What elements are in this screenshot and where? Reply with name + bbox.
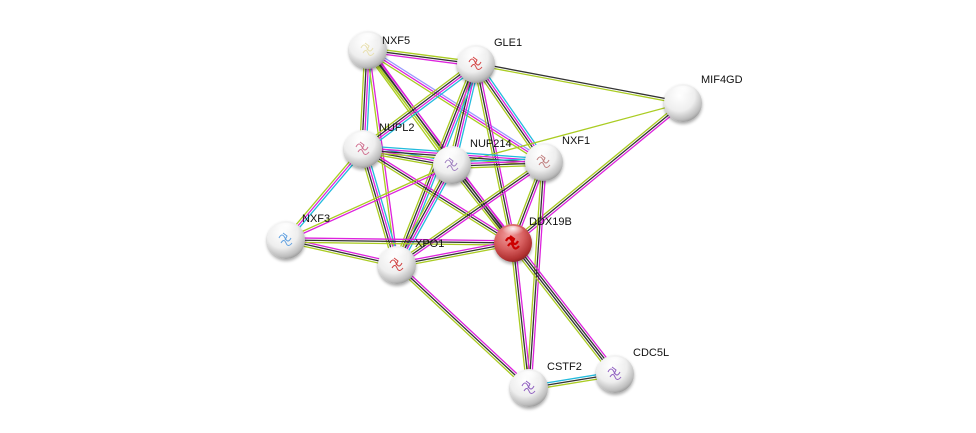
edge-line-database <box>399 166 456 267</box>
edge-line-coexpression <box>476 62 684 103</box>
edge-ddx19b-cdc5l[interactable] <box>509 240 619 377</box>
edge-line-textmining <box>472 65 542 165</box>
edge-line-coexpression <box>361 62 476 149</box>
edge-xpo1-ddx19b[interactable] <box>396 240 514 268</box>
edge-line-textmining <box>361 150 513 246</box>
node-mif4gd[interactable]: MIF4GD <box>664 74 743 122</box>
node-label: NUPL2 <box>379 122 414 134</box>
edge-line-experimental <box>396 240 513 264</box>
edge-line-textmining <box>395 266 528 391</box>
edge-gle1-nxf1[interactable] <box>472 61 548 165</box>
node-gloss <box>356 32 380 47</box>
edge-line-textmining <box>475 64 683 105</box>
node-gloss <box>501 225 525 240</box>
node-gloss <box>464 46 488 61</box>
node-nup214[interactable]: NUP214 <box>433 138 512 184</box>
edge-nxf1-xpo1[interactable] <box>395 159 546 268</box>
node-ddx19b[interactable]: DDX19B <box>494 216 572 262</box>
node-cstf2[interactable]: CSTF2 <box>510 361 582 407</box>
edge-line-experimental <box>286 165 453 242</box>
edge-line-textmining <box>393 163 450 264</box>
edge-line-coexpression <box>395 164 452 265</box>
edge-line-experimental <box>476 63 546 162</box>
edge-line-textmining <box>510 243 528 389</box>
edge-line-experimental <box>363 148 399 265</box>
edge-line-experimental <box>368 49 399 265</box>
edge-line-coexpression <box>512 102 684 244</box>
node-label: NUP214 <box>470 138 512 150</box>
edge-line-coexpression <box>474 64 544 163</box>
node-gloss <box>671 85 695 100</box>
node-gloss <box>351 131 375 146</box>
edge-gle1-mif4gd[interactable] <box>475 62 684 105</box>
edge-nupl2-nxf3[interactable] <box>283 147 366 242</box>
edge-nup214-xpo1[interactable] <box>393 163 456 267</box>
edge-line-experimental <box>285 148 364 241</box>
node-nupl2[interactable]: NUPL2 <box>344 122 414 168</box>
edge-line-experimental <box>363 64 478 151</box>
node-label: DDX19B <box>529 216 572 228</box>
node-label: GLE1 <box>494 37 522 49</box>
node-gloss <box>440 147 464 162</box>
node-nxf3[interactable]: NXF3 <box>267 213 330 259</box>
edge-line-database <box>287 150 366 242</box>
node-gloss <box>385 247 409 262</box>
node-label: NXF5 <box>382 35 410 47</box>
edge-layer <box>283 47 685 391</box>
edge-line-coexpression <box>511 243 615 376</box>
edge-line-textmining <box>397 244 514 268</box>
edge-line-coexpression <box>513 241 617 374</box>
edge-line-textmining <box>285 241 397 268</box>
edge-ddx19b-cstf2[interactable] <box>510 242 532 389</box>
node-gloss <box>274 222 298 237</box>
edge-nupl2-xpo1[interactable] <box>359 147 401 267</box>
edge-gle1-nupl2[interactable] <box>360 60 479 153</box>
node-label: NXF1 <box>562 135 590 147</box>
edge-line-textmining <box>509 244 613 377</box>
edge-line-textmining <box>395 159 544 264</box>
node-nxf5[interactable]: NXF5 <box>349 31 410 69</box>
edge-nxf3-ddx19b[interactable] <box>285 237 514 246</box>
node-cdc5l[interactable]: CDC5L <box>596 347 669 393</box>
edge-line-database <box>478 61 548 161</box>
edge-line-coexpression <box>361 149 397 266</box>
edge-line-experimental <box>515 240 619 373</box>
edge-line-database <box>364 66 479 153</box>
edge-line-experimental <box>397 163 546 268</box>
edge-line-coexpression <box>396 264 530 389</box>
edge-line-textmining <box>359 149 395 267</box>
edge-line-textmining <box>285 241 513 246</box>
node-label: CSTF2 <box>547 361 582 373</box>
edge-line-database <box>365 147 401 265</box>
edge-line-experimental <box>398 262 531 387</box>
node-nxf1[interactable]: NXF1 <box>525 135 590 181</box>
edge-line-coexpression <box>396 242 514 266</box>
edge-line-textmining <box>283 147 362 239</box>
edge-nup214-nxf3[interactable] <box>285 163 453 242</box>
edge-line-experimental <box>397 165 454 266</box>
edge-line-textmining <box>360 60 475 147</box>
edge-line-coexpression <box>396 161 545 266</box>
edge-line-textmining <box>285 163 452 240</box>
node-gloss <box>517 370 541 385</box>
edge-line-coexpression <box>285 239 514 244</box>
node-label: MIF4GD <box>701 74 743 86</box>
node-gloss <box>603 356 627 371</box>
edge-line-coexpression <box>512 242 530 389</box>
node-label: CDC5L <box>633 347 669 359</box>
edge-line-experimental <box>514 242 532 388</box>
node-xpo1[interactable]: XPO1 <box>378 238 444 284</box>
node-gle1[interactable]: GLE1 <box>457 37 522 83</box>
node-gloss <box>532 144 556 159</box>
edge-xpo1-cstf2[interactable] <box>395 262 531 391</box>
edge-line-textmining <box>364 51 450 168</box>
edge-line-experimental <box>286 237 514 242</box>
node-label: XPO1 <box>415 238 444 250</box>
node-label: NXF3 <box>302 213 330 225</box>
